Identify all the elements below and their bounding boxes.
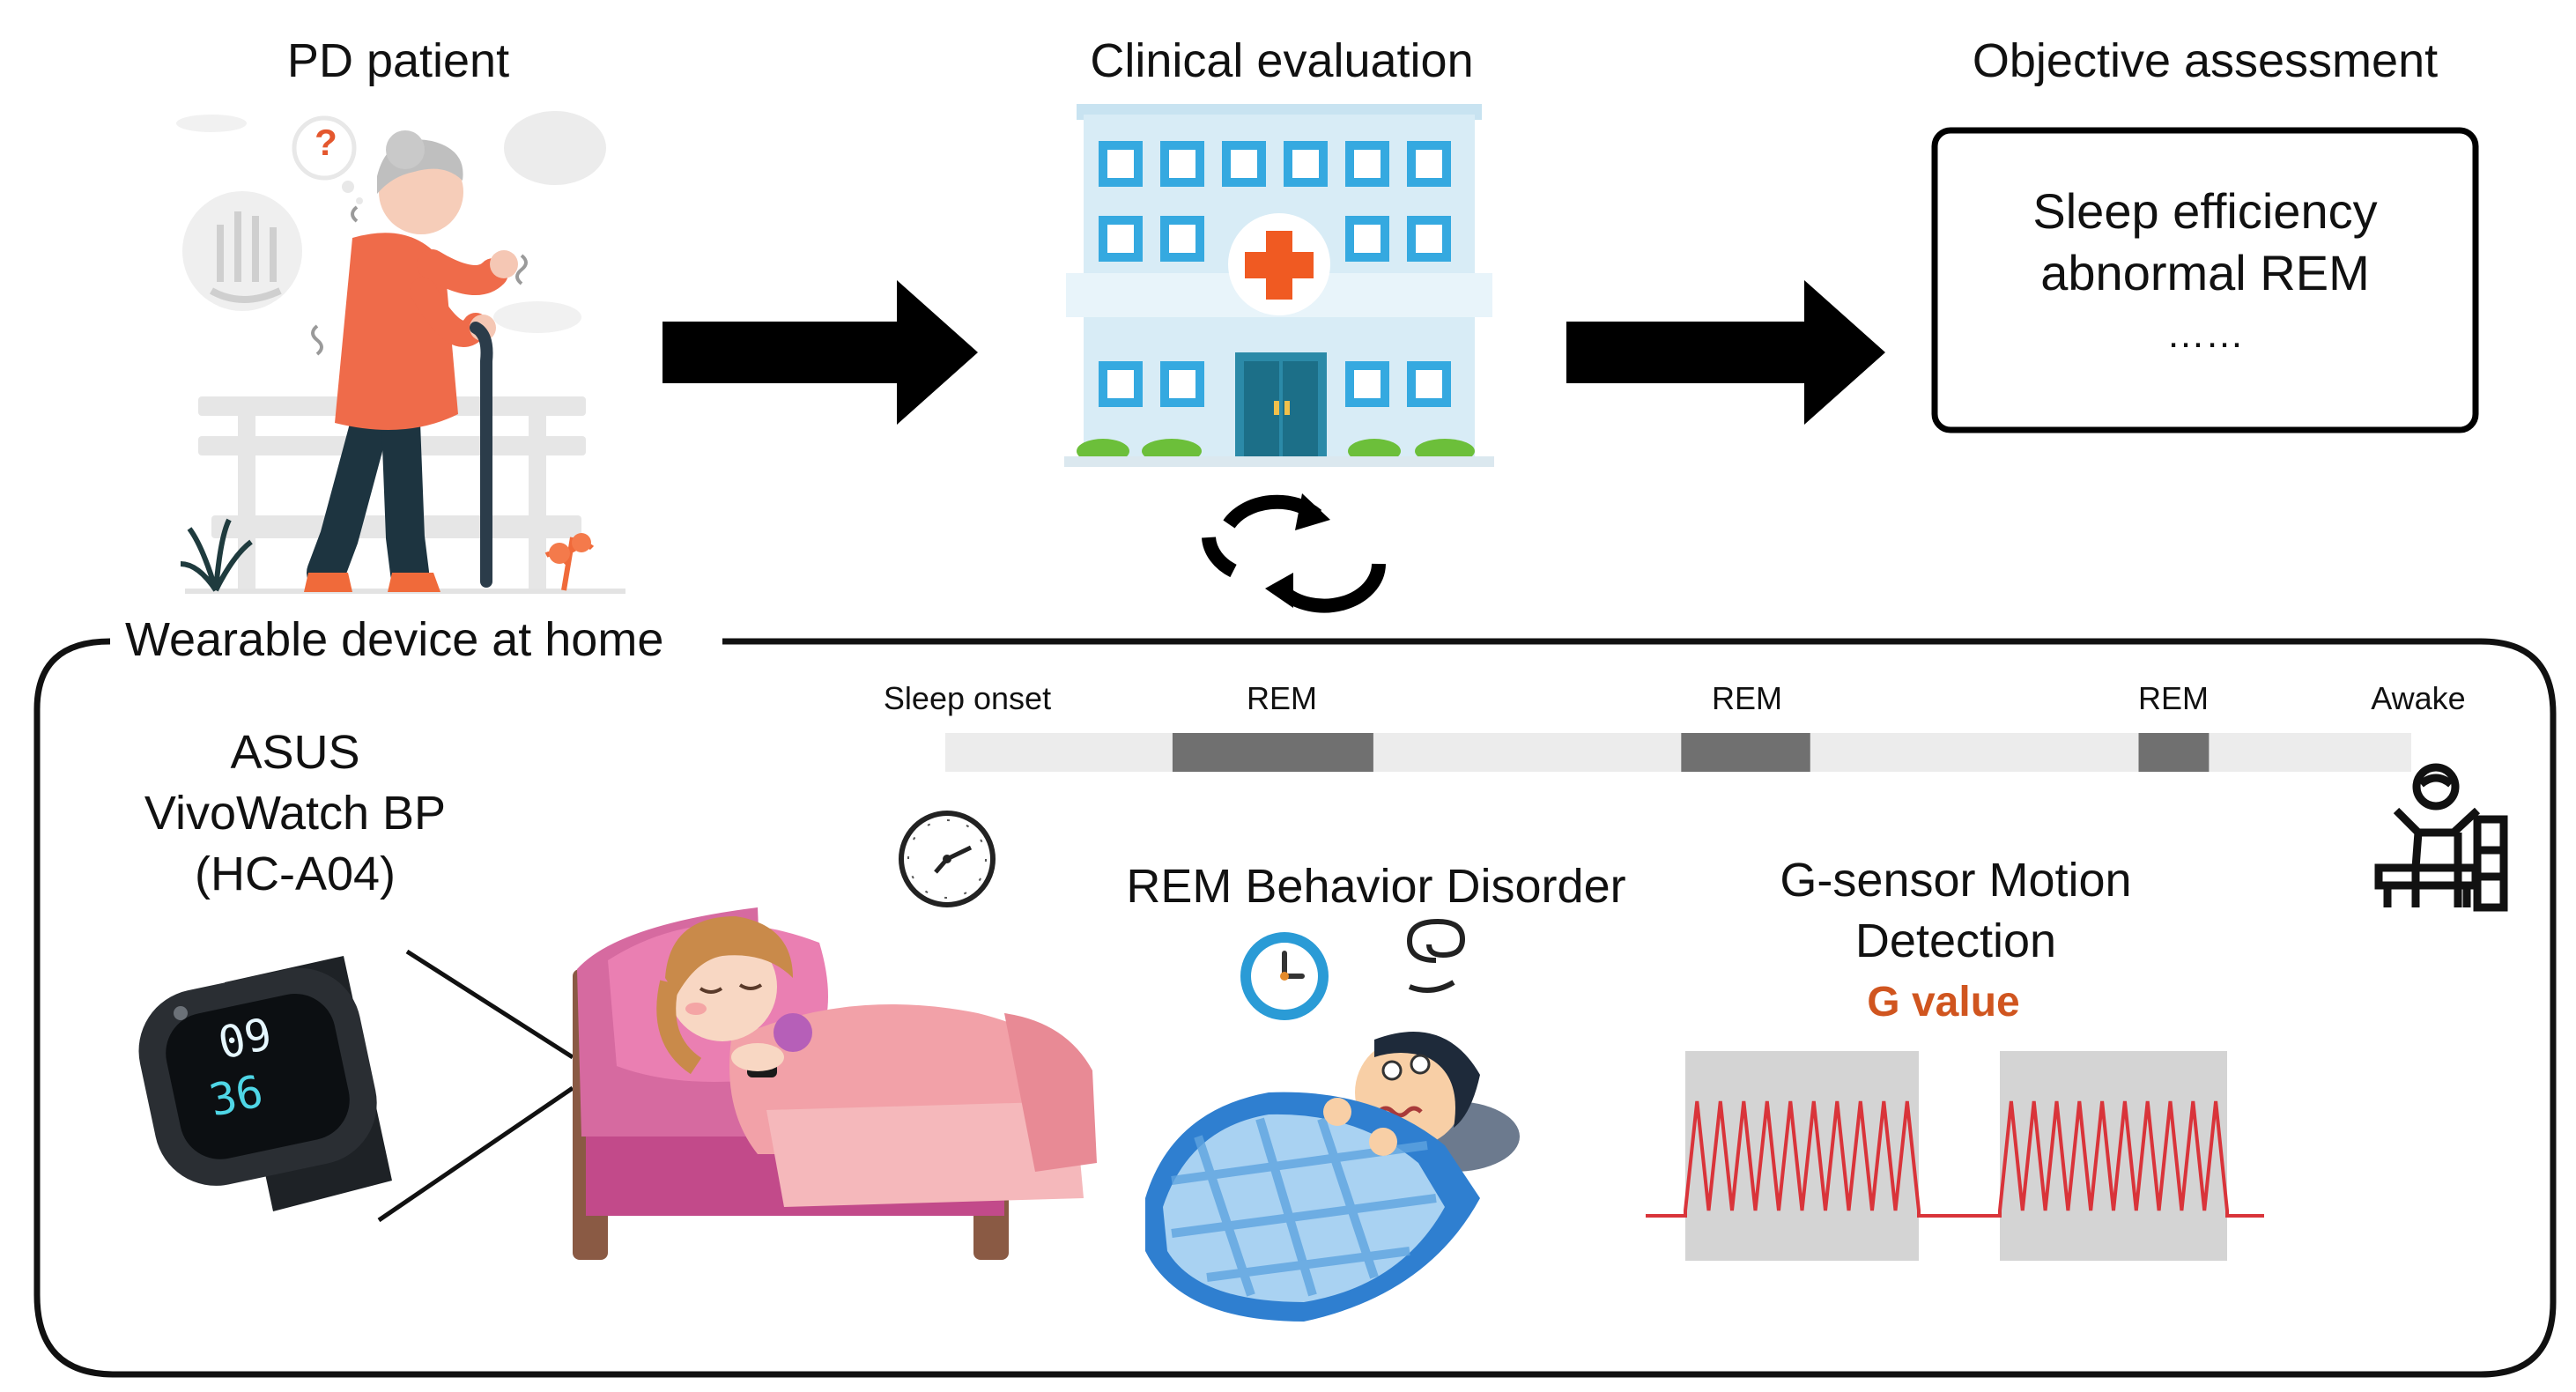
awake-person-icon [2374, 763, 2508, 912]
hypnogram-label-awake: Awake [2371, 680, 2466, 716]
arrow-patient-to-clinic [663, 280, 978, 425]
watch-hour: 09 [213, 1008, 277, 1070]
cycle-icon [1202, 494, 1386, 613]
home-panel-border [33, 638, 2557, 1378]
home-panel-label: Wearable device at home [113, 612, 677, 667]
hypnogram-label-rem-3: REM [2138, 680, 2209, 716]
assessment-line-abnormal-rem: abnormal REM [2040, 245, 2370, 300]
sleeping-girl-illustration [573, 907, 1097, 1260]
device-label-code: (HC-A04) [194, 848, 396, 900]
device-label-model: VivoWatch BP [144, 787, 447, 840]
g-sensor-label-line-2: Detection [1854, 914, 2057, 967]
pd-patient-title: PD patient [286, 34, 510, 87]
arrow-clinic-to-assessment [1566, 280, 1885, 425]
objective-assessment-title: Objective assessment [1972, 34, 2439, 87]
hospital-illustration [1064, 104, 1494, 467]
watch-illustration [138, 949, 574, 1223]
rem-period-bar-3 [2138, 733, 2210, 772]
patient-question-mark: ? [315, 122, 337, 163]
clock-icon [899, 811, 996, 907]
device-label-brand: ASUS [230, 726, 360, 779]
pd-patient-illustration [176, 111, 625, 594]
hypnogram-label-sleep-onset: Sleep onset [883, 680, 1052, 716]
rem-behavior-disorder-label: REM Behavior Disorder [1126, 860, 1626, 913]
g-sensor-label: G-sensor Motion Detection [1727, 850, 2185, 972]
alarm-clock-icon [1240, 932, 1329, 1020]
hypnogram-label-rem-1: REM [1247, 680, 1317, 716]
g-sensor-label-line-1: G-sensor Motion [1780, 854, 2132, 907]
worried-sleeper-illustration [1145, 918, 1520, 1322]
rem-period-bar-2 [1681, 733, 1810, 772]
assessment-line-ellipsis: …… [2166, 313, 2244, 356]
assessment-line-sleep-efficiency: Sleep efficiency [2032, 183, 2378, 239]
hypnogram-label-rem-2: REM [1712, 680, 1782, 716]
g-value-label: G value [1867, 979, 2020, 1025]
assessment-box [1931, 127, 2479, 433]
g-sensor-signal-plot [1646, 1051, 2264, 1261]
rem-period-bar-1 [1172, 733, 1373, 772]
hypnogram-track [945, 733, 2411, 772]
assessment-box-text: Sleep efficiency abnormal REM …… [1935, 181, 2476, 366]
watch-minute: 36 [204, 1065, 268, 1127]
clinical-evaluation-title: Clinical evaluation [1090, 34, 1474, 87]
device-label: ASUS VivoWatch BP (HC-A04) [88, 722, 502, 905]
